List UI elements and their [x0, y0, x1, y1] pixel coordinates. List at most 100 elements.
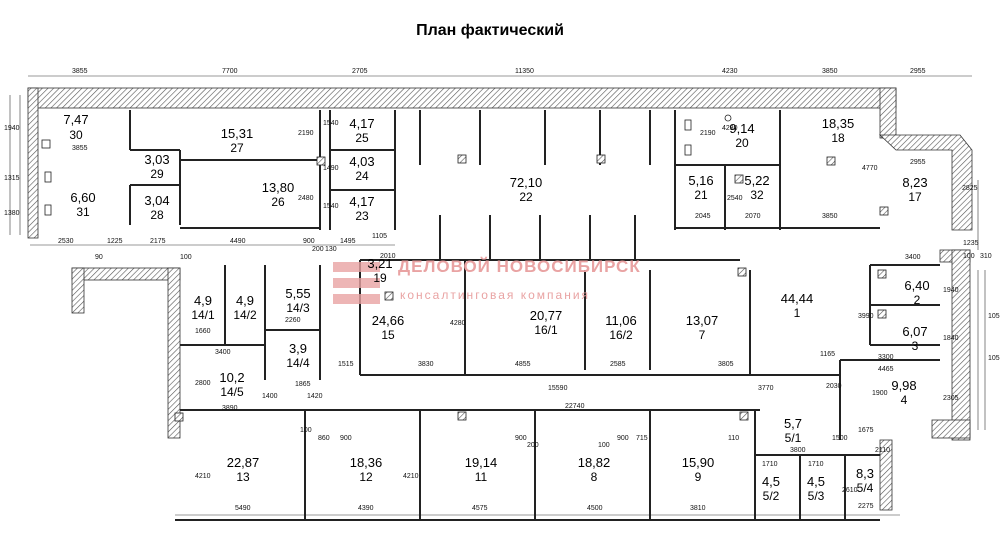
room-area: 13,07 [686, 313, 719, 328]
room-number: 32 [750, 188, 764, 202]
dim-label: 900 [303, 238, 315, 245]
dim-label: 2275 [858, 503, 874, 510]
room-area: 4,5 [807, 474, 825, 489]
dim-label: 1540 [323, 120, 339, 127]
dim-label: 4855 [515, 361, 531, 368]
dim-label: 2585 [610, 361, 626, 368]
dim-label: 3850 [822, 68, 838, 75]
toilet-icon [41, 114, 732, 216]
dim-label: 4770 [862, 165, 878, 172]
dim-label: 2260 [285, 317, 301, 324]
room-area: 22,87 [227, 455, 260, 470]
room-area: 18,36 [350, 455, 383, 470]
watermark: ДЕЛОВОЙ НОВОСИБИРСК консалтинговая компа… [333, 257, 641, 304]
dim-label: 860 [318, 435, 330, 442]
dim-label: 2955 [910, 159, 926, 166]
dim-label: 200 [527, 442, 539, 449]
room-area: 5,55 [285, 286, 310, 301]
dim-label: 7700 [222, 68, 238, 75]
room-area: 8,23 [902, 175, 927, 190]
watermark-line1: ДЕЛОВОЙ НОВОСИБИРСК [398, 257, 641, 276]
dim-label: 105 [988, 355, 1000, 362]
room-area: 44,44 [781, 291, 814, 306]
shafts [174, 154, 889, 422]
dim-label: 3770 [758, 385, 774, 392]
room-area: 5,16 [688, 173, 713, 188]
dim-label: 2030 [826, 383, 842, 390]
room-number: 12 [359, 470, 373, 484]
room-area: 15,90 [682, 455, 715, 470]
dim-label: 310 [980, 253, 992, 260]
room-number: 21 [694, 188, 708, 202]
dim-label: 900 [515, 435, 527, 442]
dim-label: 2530 [58, 238, 74, 245]
room-number: 5/2 [763, 489, 780, 503]
outer-walls [27, 87, 973, 511]
dim-label: 4490 [230, 238, 246, 245]
room-area: 11,06 [605, 313, 637, 328]
room-area: 3,03 [144, 152, 169, 167]
room-area: 8,3 [856, 466, 874, 481]
dim-label: 3300 [878, 354, 894, 361]
room-number: 30 [69, 128, 83, 142]
dim-label: 3400 [905, 254, 921, 261]
dim-label: 1840 [943, 335, 959, 342]
dim-label: 110 [728, 435, 739, 442]
room-area: 4,9 [194, 293, 212, 308]
dim-label: 1490 [323, 165, 339, 172]
room-number: 3 [912, 339, 919, 353]
dim-label: 3400 [215, 349, 231, 356]
dim-label: 1105 [372, 233, 387, 240]
dim-label: 100 [300, 427, 312, 434]
dim-label: 2480 [298, 195, 314, 202]
dim-label: 4230 [722, 125, 738, 132]
room-number: 14/2 [233, 308, 257, 322]
dim-label: 2070 [745, 213, 761, 220]
room-number: 9 [695, 470, 702, 484]
dim-label: 2955 [910, 68, 926, 75]
dim-label: 1235 [963, 240, 979, 247]
dim-label: 1420 [307, 393, 323, 400]
dim-label: 1540 [323, 203, 339, 210]
dim-label: 2540 [727, 195, 743, 202]
dim-label: 4230 [722, 68, 738, 75]
dim-label: 900 [340, 435, 352, 442]
dim-label: 1515 [338, 361, 354, 368]
room-number: 8 [591, 470, 598, 484]
room-area: 5,7 [784, 416, 802, 431]
room-area: 18,35 [822, 116, 855, 131]
dim-label: 100 [598, 442, 610, 449]
dim-label: 1400 [262, 393, 278, 400]
room-number: 14/5 [220, 385, 244, 399]
room-number: 22 [519, 190, 533, 204]
dim-label: 2825 [962, 185, 978, 192]
room-area: 9,98 [891, 378, 916, 393]
room-area: 4,17 [349, 116, 374, 131]
room-number: 28 [150, 208, 164, 222]
dim-label: 4500 [587, 505, 603, 512]
room-labels: 7,47 30 15,31 27 4,17 25 4,03 24 4,17 23… [63, 112, 929, 503]
dim-label: 200 [312, 246, 324, 253]
room-number: 16/2 [609, 328, 633, 342]
room-area: 13,80 [262, 180, 295, 195]
dim-label: 4575 [472, 505, 488, 512]
room-number: 18 [831, 131, 845, 145]
partition-walls [129, 110, 940, 521]
dim-label: 3830 [418, 361, 434, 368]
dim-label: 4280 [450, 320, 466, 327]
dim-label: 3800 [790, 447, 806, 454]
dim-label: 3855 [72, 145, 88, 152]
room-number: 27 [230, 141, 244, 155]
room-area: 15,31 [221, 126, 254, 141]
dim-label: 3810 [690, 505, 706, 512]
room-area: 24,66 [372, 313, 405, 328]
dim-label: 2045 [695, 213, 711, 220]
dim-label: 3805 [718, 361, 734, 368]
dim-label: 2705 [352, 68, 368, 75]
dim-label: 1940 [4, 125, 20, 132]
dimension-labels: 3855 7700 2705 11350 4230 3850 2955 1940… [4, 68, 1000, 512]
dim-label: 11350 [515, 68, 534, 75]
dim-label: 715 [636, 435, 648, 442]
room-area: 20,77 [530, 308, 563, 323]
dim-label: 1225 [107, 238, 123, 245]
